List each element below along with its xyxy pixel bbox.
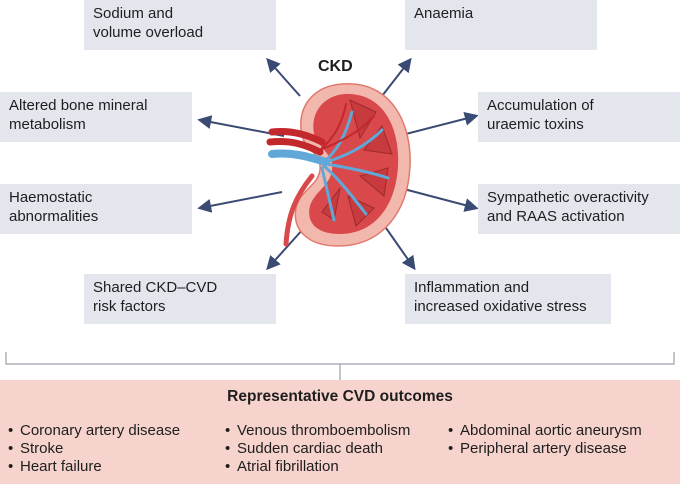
ureter: [283, 173, 315, 247]
outcome-item: Atrial fibrillation: [225, 458, 410, 476]
kidney-pyramids: [321, 99, 393, 227]
factor-line: increased oxidative stress: [414, 298, 587, 315]
arrow-mid-right-1: [397, 112, 479, 137]
outcomes-panel: Representative CVD outcomes Coronary art…: [0, 380, 680, 484]
factor-box-shared-risk: Shared CKD–CVD risk factors: [84, 274, 276, 324]
outcome-item: Peripheral artery disease: [448, 440, 642, 458]
factor-line: uraemic toxins: [487, 116, 584, 133]
factor-line: Anaemia: [414, 5, 474, 22]
ckd-label: CKD: [318, 58, 353, 75]
factor-box-haemostatic: Haemostatic abnormalities: [0, 184, 192, 234]
kidney-illustration: [266, 83, 411, 247]
factor-line: Sympathetic overactivity: [487, 189, 649, 206]
arrow-bottom-right: [385, 227, 416, 271]
arrow-top-right: [381, 57, 412, 97]
arrow-top-left: [266, 57, 301, 97]
factor-line: abnormalities: [9, 208, 99, 225]
factor-line: Inflammation and: [414, 279, 530, 296]
factor-box-inflammation: Inflammation and increased oxidative str…: [405, 274, 611, 324]
factor-line: Haemostatic: [9, 189, 93, 206]
factor-box-anaemia: Anaemia: [405, 0, 597, 50]
factor-box-sodium: Sodium and volume overload: [84, 0, 276, 50]
factor-box-uraemic-toxins: Accumulation of uraemic toxins: [478, 92, 680, 142]
outcomes-bracket: [5, 352, 675, 380]
renal-artery: [266, 128, 326, 156]
outcomes-column-3: Abdominal aortic aneurysm Peripheral art…: [448, 422, 642, 458]
outcome-item: Sudden cardiac death: [225, 440, 410, 458]
outcomes-title: Representative CVD outcomes: [227, 388, 453, 405]
factor-line: Accumulation of: [487, 97, 594, 114]
outcome-item: Heart failure: [8, 458, 180, 476]
factor-box-bone-mineral: Altered bone mineral metabolism: [0, 92, 192, 142]
factor-line: metabolism: [9, 116, 86, 133]
outcome-item: Abdominal aortic aneurysm: [448, 422, 642, 440]
factor-line: Altered bone mineral: [9, 97, 148, 114]
factor-line: Sodium and: [93, 5, 174, 22]
arrow-bottom-left: [266, 227, 305, 271]
outcome-item: Stroke: [8, 440, 180, 458]
outcomes-column-2: Venous thromboembolism Sudden cardiac de…: [225, 422, 410, 476]
outcomes-column-1: Coronary artery disease Stroke Heart fai…: [8, 422, 180, 476]
factor-line: volume overload: [93, 24, 204, 41]
factor-box-sympathetic: Sympathetic overactivity and RAAS activa…: [478, 184, 680, 234]
renal-arteries-branches: [319, 103, 375, 151]
arrow-mid-left-2: [197, 191, 283, 213]
factor-line: and RAAS activation: [487, 208, 625, 225]
outcome-item: Venous thromboembolism: [225, 422, 410, 440]
outcome-item: Coronary artery disease: [8, 422, 180, 440]
arrow-mid-right-2: [399, 187, 479, 212]
factor-line: Shared CKD–CVD: [93, 279, 218, 296]
renal-vein: [268, 149, 330, 166]
factor-line: risk factors: [93, 298, 166, 315]
